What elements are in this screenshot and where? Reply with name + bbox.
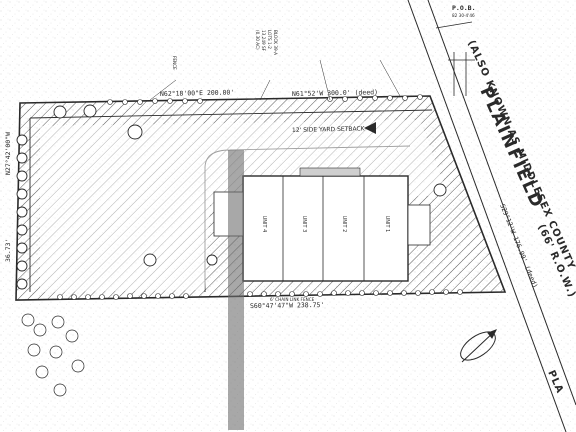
pob-ref: 82 30-4'46 <box>452 13 475 18</box>
shrub-row-south <box>57 289 463 300</box>
setback-arrow-icon <box>364 122 376 134</box>
north-east-line-label: N61°52'W 300.0' (deed) <box>292 88 378 98</box>
unit-label: UNIT 4 <box>261 216 267 233</box>
pob-label: P.O.B. <box>452 4 475 12</box>
north-arrow-icon <box>460 329 498 363</box>
setback-label: 12' SIDE YARD SETBACK <box>292 125 366 134</box>
svg-text:13,249 SF: 13,249 SF <box>261 30 266 52</box>
south-line-label: S60°47'47"W 238.75' <box>250 301 324 310</box>
fence-north-label: FENCE <box>172 56 177 70</box>
building <box>213 167 431 282</box>
road-right-of-way <box>407 0 576 432</box>
unit-label: UNIT 3 <box>301 216 307 233</box>
west-line-distance: 36.73' <box>4 239 12 262</box>
unit-label: UNIT 1 <box>384 216 390 233</box>
offsite-trees <box>21 313 85 397</box>
unit-label: UNIT 2 <box>341 216 347 233</box>
svg-text:(0.30 AC): (0.30 AC) <box>255 30 260 50</box>
north-line-label: N62°18'00"E 200.00' <box>160 88 235 98</box>
svg-text:LOTS 1-2: LOTS 1-2 <box>267 30 272 49</box>
fence-south-label: 6' CHAIN LINK FENCE <box>270 297 315 302</box>
parking-lot-clear <box>40 120 448 292</box>
west-line-label: N27°42'00"W <box>4 132 12 175</box>
block-note: BLOCK 39-A LOTS 1-2 13,249 SF (0.30 AC) <box>255 30 278 55</box>
svg-text:BLOCK 39-A: BLOCK 39-A <box>273 30 278 55</box>
leader-lines <box>149 59 401 101</box>
tree-row-west <box>16 104 447 290</box>
scan-smudge <box>228 150 244 430</box>
